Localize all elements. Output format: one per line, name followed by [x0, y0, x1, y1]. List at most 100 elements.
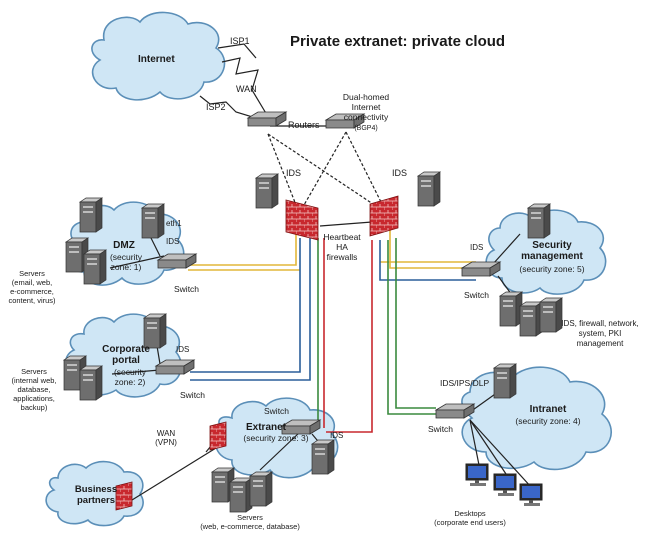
intranet-zone-label: (security zone: 4) — [515, 416, 580, 426]
portal-ids-server — [143, 313, 167, 349]
desktops-label: Desktops (corporate end users) — [434, 509, 506, 527]
svg-text:Security: Security — [532, 240, 572, 251]
svg-text:HA: HA — [336, 242, 348, 252]
portal-zone-label: (security zone: 2) — [114, 367, 147, 387]
svg-text:WAN: WAN — [157, 429, 176, 438]
portal-switch-label: Switch — [180, 390, 205, 400]
ids-server-left — [255, 173, 279, 209]
ids-right-label: IDS — [392, 168, 407, 178]
dmz-eth-label: eth1 — [166, 219, 182, 228]
svg-text:zone: 2): zone: 2) — [115, 377, 146, 387]
svg-text:database,: database, — [18, 385, 51, 394]
svg-text:(email, web,: (email, web, — [12, 278, 52, 287]
svg-text:applications,: applications, — [13, 394, 55, 403]
dmz-zone-label: (security zone: 1) — [110, 252, 143, 272]
svg-text:firewalls: firewalls — [327, 252, 358, 262]
svg-text:portal: portal — [112, 355, 140, 366]
intranet-ids-label: IDS/IPS/DLP — [440, 378, 489, 388]
security-server-3 — [539, 297, 563, 333]
intranet-title: Intranet — [530, 404, 567, 415]
svg-text:(corporate end users): (corporate end users) — [434, 518, 506, 527]
desktop-3 — [519, 483, 543, 507]
svg-text:(BGP4): (BGP4) — [354, 125, 377, 132]
svg-text:management: management — [521, 251, 583, 262]
routers-label: Routers — [288, 120, 320, 130]
svg-text:IDS, firewall, network,: IDS, firewall, network, — [561, 319, 638, 328]
intranet-ids-server — [493, 363, 517, 399]
svg-text:connectivity: connectivity — [344, 112, 389, 122]
extranet-switch-label: Switch — [264, 406, 289, 416]
svg-text:(internal web,: (internal web, — [11, 376, 56, 385]
dmz-ids-server — [141, 203, 165, 239]
firewall-labels: Heartbeat HA firewalls — [323, 232, 361, 262]
ids-left-label: IDS — [286, 168, 301, 178]
firewall-business — [115, 481, 133, 511]
intranet-switch — [435, 403, 475, 419]
security-switch-label: Switch — [464, 290, 489, 300]
dual-homed-label: Dual-homed Internet connectivity (BGP4) — [343, 92, 390, 132]
dmz-server-3 — [83, 249, 107, 285]
extranet-servers-label: Servers (web, e-commerce, database) — [200, 513, 300, 531]
intranet-switch-label: Switch — [428, 424, 453, 434]
svg-text:(VPN): (VPN) — [155, 438, 177, 447]
security-ids-label: IDS — [470, 243, 483, 252]
dmz-switch-label: Switch — [174, 284, 199, 294]
portal-title: Corporate portal — [102, 344, 150, 366]
extranet-ids-server — [311, 439, 335, 475]
network-links — [188, 228, 476, 433]
extranet-zone-label: (security zone: 3) — [243, 433, 308, 443]
svg-text:Dual-homed: Dual-homed — [343, 92, 390, 102]
svg-text:management: management — [577, 339, 624, 348]
svg-text:Desktops: Desktops — [454, 509, 486, 518]
extranet-wan-label: WAN (VPN) — [155, 429, 177, 447]
security-zone-label: (security zone: 5) — [519, 264, 584, 274]
svg-text:partners: partners — [77, 495, 115, 506]
diagram-title: Private extranet: private cloud — [290, 33, 505, 50]
svg-text:Business: Business — [75, 484, 117, 495]
internet-label: Internet — [138, 54, 175, 65]
router-left — [247, 111, 287, 127]
portal-server-2 — [79, 365, 103, 401]
security-server-1 — [499, 291, 523, 327]
desktop-1 — [465, 463, 489, 487]
svg-text:content, virus): content, virus) — [8, 296, 56, 305]
desktop-2 — [493, 473, 517, 497]
svg-text:(security: (security — [110, 252, 143, 262]
extranet-server-3 — [249, 471, 273, 507]
svg-text:Servers: Servers — [21, 367, 47, 376]
extranet-title: Extranet — [246, 422, 287, 433]
security-ids-server — [527, 203, 551, 239]
svg-text:(web, e-commerce, database): (web, e-commerce, database) — [200, 522, 300, 531]
extranet-ids-label: IDS — [330, 431, 343, 440]
dmz-ids-label: IDS — [166, 237, 179, 246]
portal-servers-label: Servers (internal web, database, applica… — [11, 367, 56, 412]
security-title: Security management — [521, 240, 583, 262]
svg-text:Heartbeat: Heartbeat — [323, 232, 361, 242]
svg-text:Servers: Servers — [19, 269, 45, 278]
portal-ids-label: IDS — [176, 345, 189, 354]
firewall-extranet — [209, 421, 227, 451]
svg-text:Internet: Internet — [352, 102, 381, 112]
dmz-server-1 — [79, 197, 103, 233]
business-partners-label: Business partners — [75, 484, 117, 506]
isp1-label: ISP1 — [230, 36, 250, 46]
wan-label: WAN — [236, 84, 257, 94]
svg-text:Corporate: Corporate — [102, 344, 150, 355]
firewall-left — [285, 199, 319, 241]
internet-cloud — [91, 11, 226, 101]
dmz-servers-label: Servers (email, web, e-commerce, content… — [8, 269, 56, 305]
svg-text:Servers: Servers — [237, 513, 263, 522]
dmz-title: DMZ — [113, 240, 135, 251]
isp2-label: ISP2 — [206, 102, 226, 112]
security-server-2 — [519, 301, 543, 337]
svg-text:(security: (security — [114, 367, 147, 377]
firewall-right — [369, 195, 399, 237]
ids-server-right — [417, 171, 441, 207]
extranet-server-2 — [229, 477, 253, 513]
svg-text:backup): backup) — [21, 403, 48, 412]
svg-text:e-commerce,: e-commerce, — [10, 287, 54, 296]
svg-text:zone: 1): zone: 1) — [111, 262, 142, 272]
svg-text:system, PKI: system, PKI — [579, 329, 622, 338]
